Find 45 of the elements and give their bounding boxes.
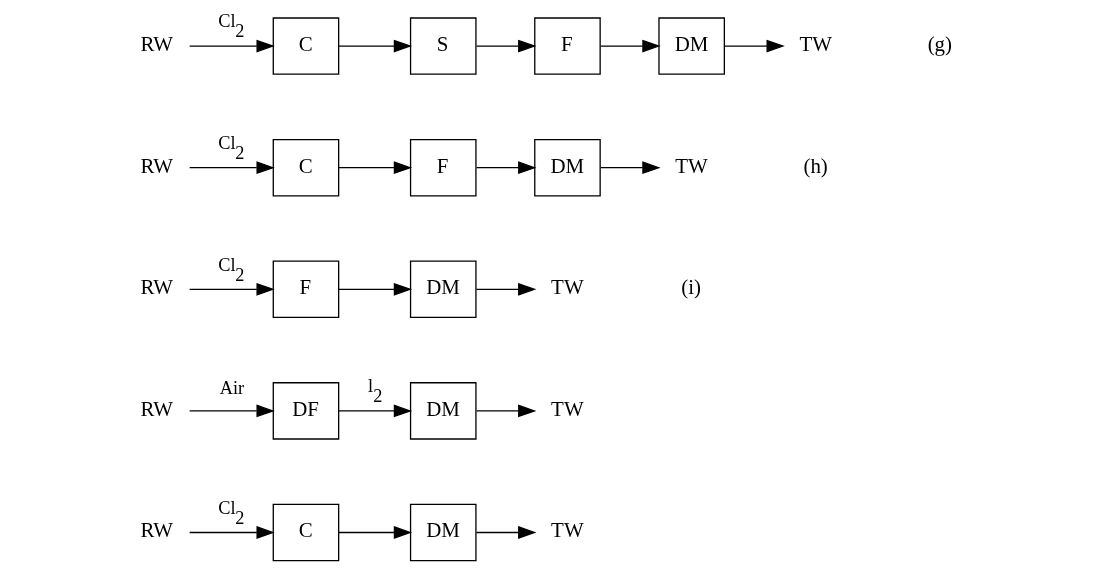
node-box: F — [409, 138, 477, 197]
label: (i) — [680, 275, 701, 300]
node-box: C — [272, 17, 339, 75]
arrow — [337, 526, 412, 539]
node-box: DM — [533, 138, 601, 197]
arrow — [723, 39, 785, 53]
node-text: RW — [140, 518, 173, 543]
node-text: TW — [674, 153, 708, 178]
arrow — [188, 404, 275, 418]
node-text: TW — [799, 32, 832, 57]
arrow — [599, 39, 661, 53]
arrow — [337, 39, 412, 53]
arrow — [337, 161, 412, 175]
node-text: RW — [140, 396, 173, 421]
node-text: RW — [140, 153, 173, 178]
node-box: S — [409, 17, 477, 75]
label: (h) — [802, 153, 828, 178]
node-box: DM — [409, 382, 477, 440]
node-box: F — [272, 260, 339, 319]
arrow — [337, 404, 412, 418]
node-box: DF — [272, 382, 339, 440]
arrow — [475, 526, 536, 539]
arrow — [475, 39, 536, 53]
arrow — [188, 161, 275, 175]
arrow — [475, 161, 536, 175]
node-text: TW — [550, 518, 584, 543]
arrow — [188, 282, 275, 296]
node-box: DM — [409, 260, 477, 319]
node-text: RW — [140, 32, 173, 57]
arrow — [188, 39, 275, 53]
arrow — [475, 282, 536, 296]
edge-label: Air — [219, 377, 244, 398]
label: (g) — [927, 32, 952, 57]
arrow — [337, 282, 412, 296]
node-box: C — [272, 138, 339, 197]
node-box: DM — [657, 17, 725, 75]
arrow — [599, 161, 661, 175]
arrow — [188, 526, 275, 539]
node-box: F — [533, 17, 601, 75]
node-box: DM — [409, 503, 477, 562]
node-box: C — [272, 503, 339, 562]
node-text: TW — [550, 396, 584, 421]
arrow — [475, 404, 536, 418]
node-text: TW — [550, 275, 584, 300]
node-text: RW — [140, 275, 173, 300]
